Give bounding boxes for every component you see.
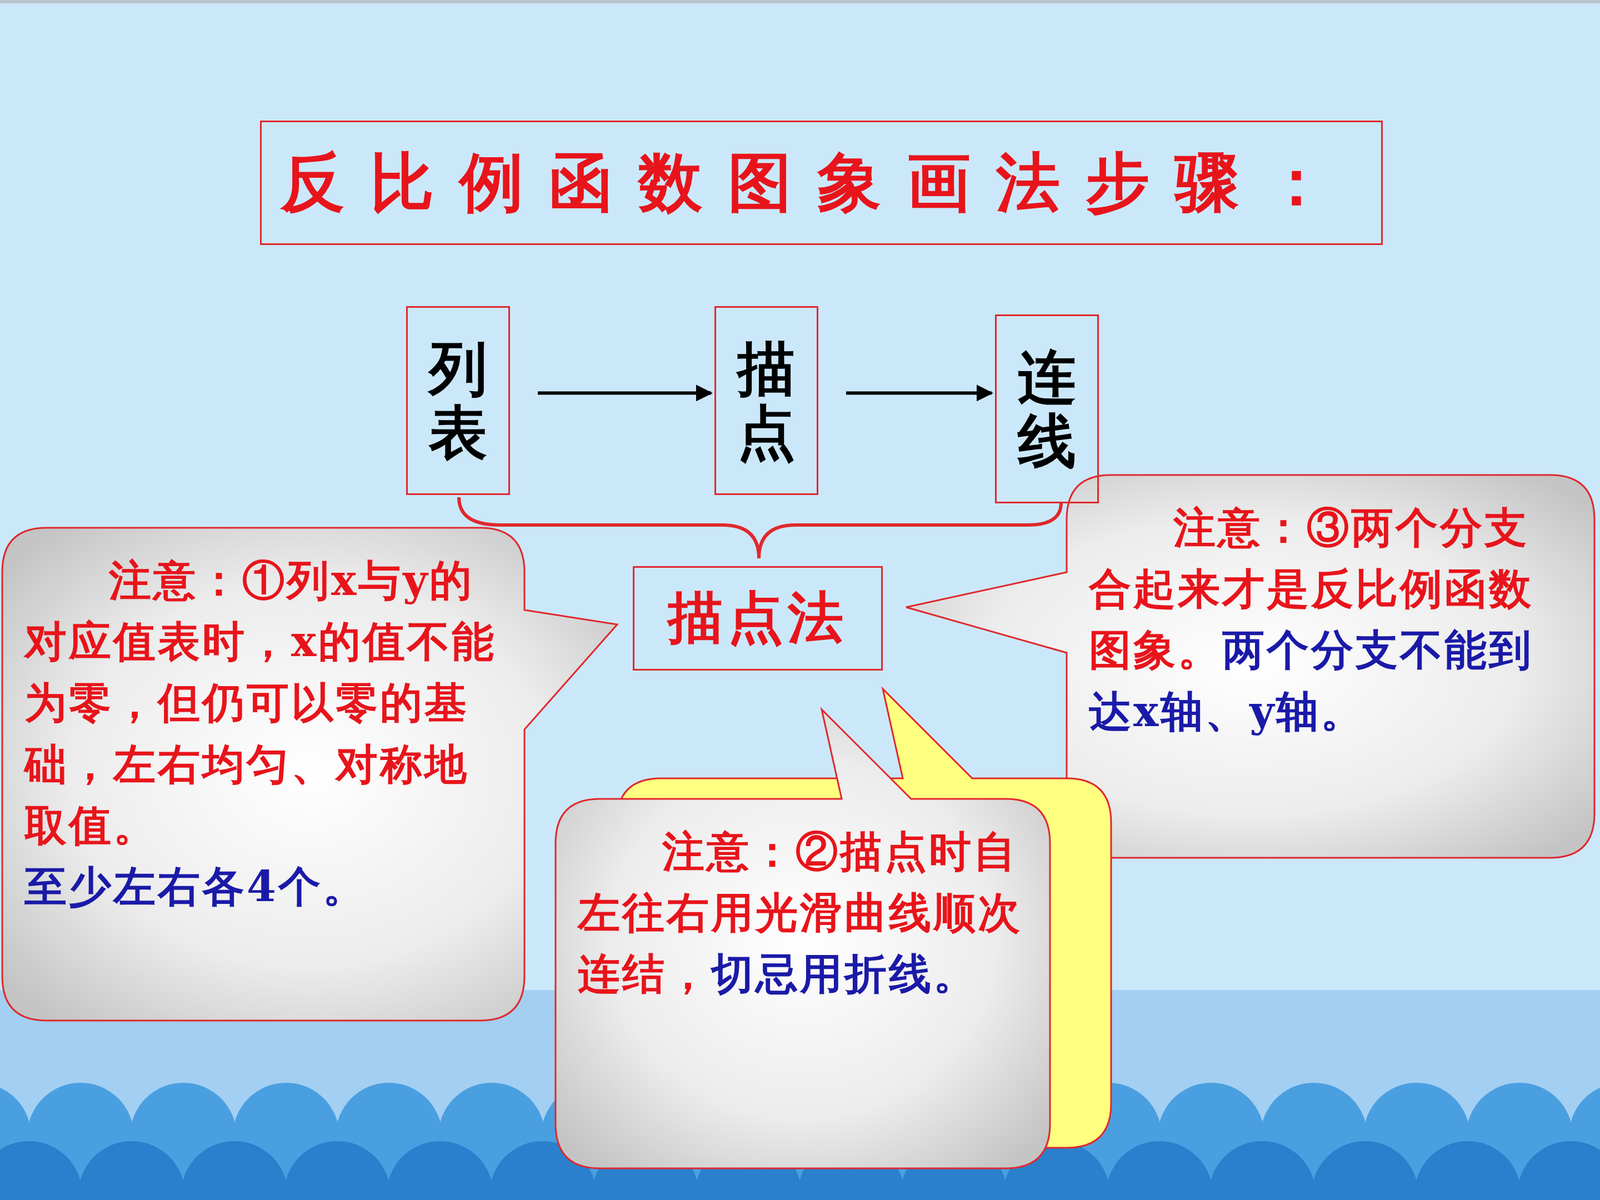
step-label: 描点 — [737, 336, 796, 465]
callout-shapes — [2, 475, 1595, 1169]
scallop — [1106, 1141, 1213, 1200]
title-box: 反比例函数图象画法步骤： — [260, 120, 1383, 245]
scallop — [181, 1141, 288, 1200]
step-box: 连线 — [995, 314, 1099, 504]
curly-brace — [458, 497, 1062, 559]
scallop — [1208, 1141, 1316, 1200]
title-text: 反比例函数图象画法步骤： — [280, 140, 1354, 227]
step-label: 列表 — [428, 336, 488, 465]
method-label: 描点法 — [667, 581, 848, 657]
scallop — [386, 1141, 494, 1200]
scallop — [1311, 1141, 1419, 1200]
step-arrow — [846, 391, 992, 395]
top-strip — [0, 0, 1600, 4]
note-emphasis: 切忌用折线。 — [711, 948, 978, 999]
note-emphasis: 两个分支不能到达x轴、y轴。 — [1088, 625, 1534, 736]
note-callout: 注意：①列x与y的对应值表时，x的值不能为零，但仍可以零的基础，左右均匀、对称地… — [24, 550, 503, 918]
scallop — [78, 1141, 185, 1200]
callout-shape — [555, 709, 1050, 1169]
note-text: 注意：②描点时自左往右用光滑曲线顺次连结，切忌用折线。 — [577, 821, 1028, 1005]
note-text: 注意：①列x与y的对应值表时，x的值不能为零，但仍可以零的基础，左右均匀、对称地… — [24, 550, 503, 857]
scallop — [1414, 1141, 1522, 1200]
step-arrow — [537, 391, 712, 395]
scallop — [1517, 1141, 1600, 1200]
note-callout: 注意：②描点时自左往右用光滑曲线顺次连结，切忌用折线。 — [577, 821, 1028, 1005]
step-label: 连线 — [1017, 345, 1077, 474]
step-box: 列表 — [406, 306, 510, 495]
callout-shape — [2, 527, 618, 1021]
note-text: 注意：③两个分支合起来才是反比例函数图象。两个分支不能到达x轴、y轴。 — [1088, 497, 1573, 743]
scallop — [0, 1141, 83, 1200]
note-paragraph: 注意：②描点时自左往右用光滑曲线顺次连结，切忌用折线。 — [577, 821, 1028, 1005]
note-callout: 注意：③两个分支合起来才是反比例函数图象。两个分支不能到达x轴、y轴。 — [1088, 497, 1573, 743]
note-emphasis: 至少左右各4个。 — [24, 856, 503, 918]
method-box: 描点法 — [632, 566, 883, 671]
note-paragraph: 注意：①列x与y的对应值表时，x的值不能为零，但仍可以零的基础，左右均匀、对称地… — [24, 550, 503, 918]
scallop — [283, 1141, 391, 1200]
note-paragraph: 注意：③两个分支合起来才是反比例函数图象。两个分支不能到达x轴、y轴。 — [1088, 497, 1573, 743]
step-box: 描点 — [714, 306, 819, 495]
